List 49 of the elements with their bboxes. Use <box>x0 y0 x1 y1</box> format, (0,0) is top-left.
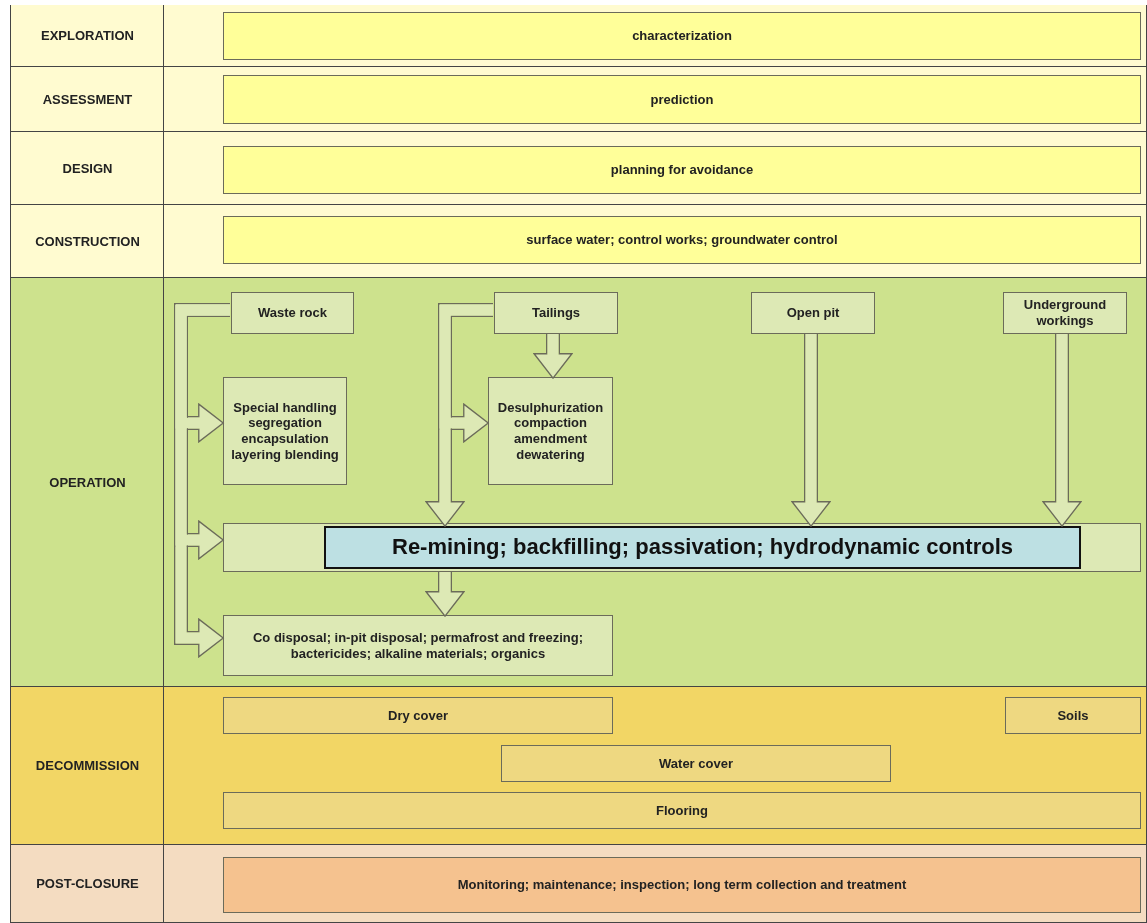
process-box <box>501 745 891 782</box>
process-box <box>223 615 613 676</box>
phase-band <box>10 67 1147 132</box>
process-box <box>223 377 347 485</box>
phase-label: OPERATION <box>49 474 126 490</box>
box-text: characterization <box>632 28 732 44</box>
phase-band <box>10 845 1147 923</box>
box-text: Re-mining; backfilling; passivation; hydrodynamic controls <box>392 534 1013 561</box>
box-text: planning for avoidance <box>610 162 754 178</box>
process-bar <box>223 523 1141 572</box>
process-box <box>494 292 618 334</box>
process-box <box>751 292 875 334</box>
process-box <box>231 292 354 334</box>
box-text: Dry cover <box>388 707 448 724</box>
process-box <box>223 75 1141 124</box>
process-box <box>1003 292 1127 334</box>
box-text: Water cover <box>659 755 733 772</box>
process-box <box>223 697 613 734</box>
box-text: Soils <box>1057 707 1089 724</box>
phase-band <box>10 687 1147 845</box>
box-text: Monitoring; maintenance; inspection; long term collection and treatment <box>457 877 907 893</box>
process-box <box>223 857 1141 913</box>
process-box <box>223 12 1141 60</box>
phase-band <box>10 5 1147 67</box>
process-box <box>223 216 1141 264</box>
box-text: Open pit <box>786 305 840 321</box>
box-text: Flooring <box>656 802 708 819</box>
phase-label: EXPLORATION <box>41 28 134 43</box>
box-text: Special handling segregation encapsulation layering blending <box>230 399 340 463</box>
box-text: Tailings <box>531 305 581 321</box>
phase-band <box>10 278 1147 687</box>
box-text: Waste rock <box>258 305 327 321</box>
phase-label: ASSESSMENT <box>42 91 133 107</box>
box-text: Desulphurization compaction amendment dewatering <box>496 399 605 463</box>
phase-band <box>10 132 1147 205</box>
phase-label: DECOMMISSION <box>35 758 140 773</box>
phase-band <box>10 205 1147 278</box>
highlight-box <box>324 526 1081 569</box>
box-text: surface water; control works; groundwater control <box>526 232 838 248</box>
phase-label: DESIGN <box>62 160 113 176</box>
box-text: prediction <box>650 91 714 108</box>
box-text: Underground workings <box>1022 297 1108 329</box>
process-box <box>1005 697 1141 734</box>
process-box <box>223 146 1141 194</box>
process-box <box>223 792 1141 829</box>
box-text: Co disposal; in-pit disposal; permafrost and freezing; bactericides; alkaline materials; organics <box>251 629 585 662</box>
phase-label: POST-CLOSURE <box>36 876 139 891</box>
process-box <box>488 377 613 485</box>
phase-label: CONSTRUCTION <box>35 233 140 249</box>
